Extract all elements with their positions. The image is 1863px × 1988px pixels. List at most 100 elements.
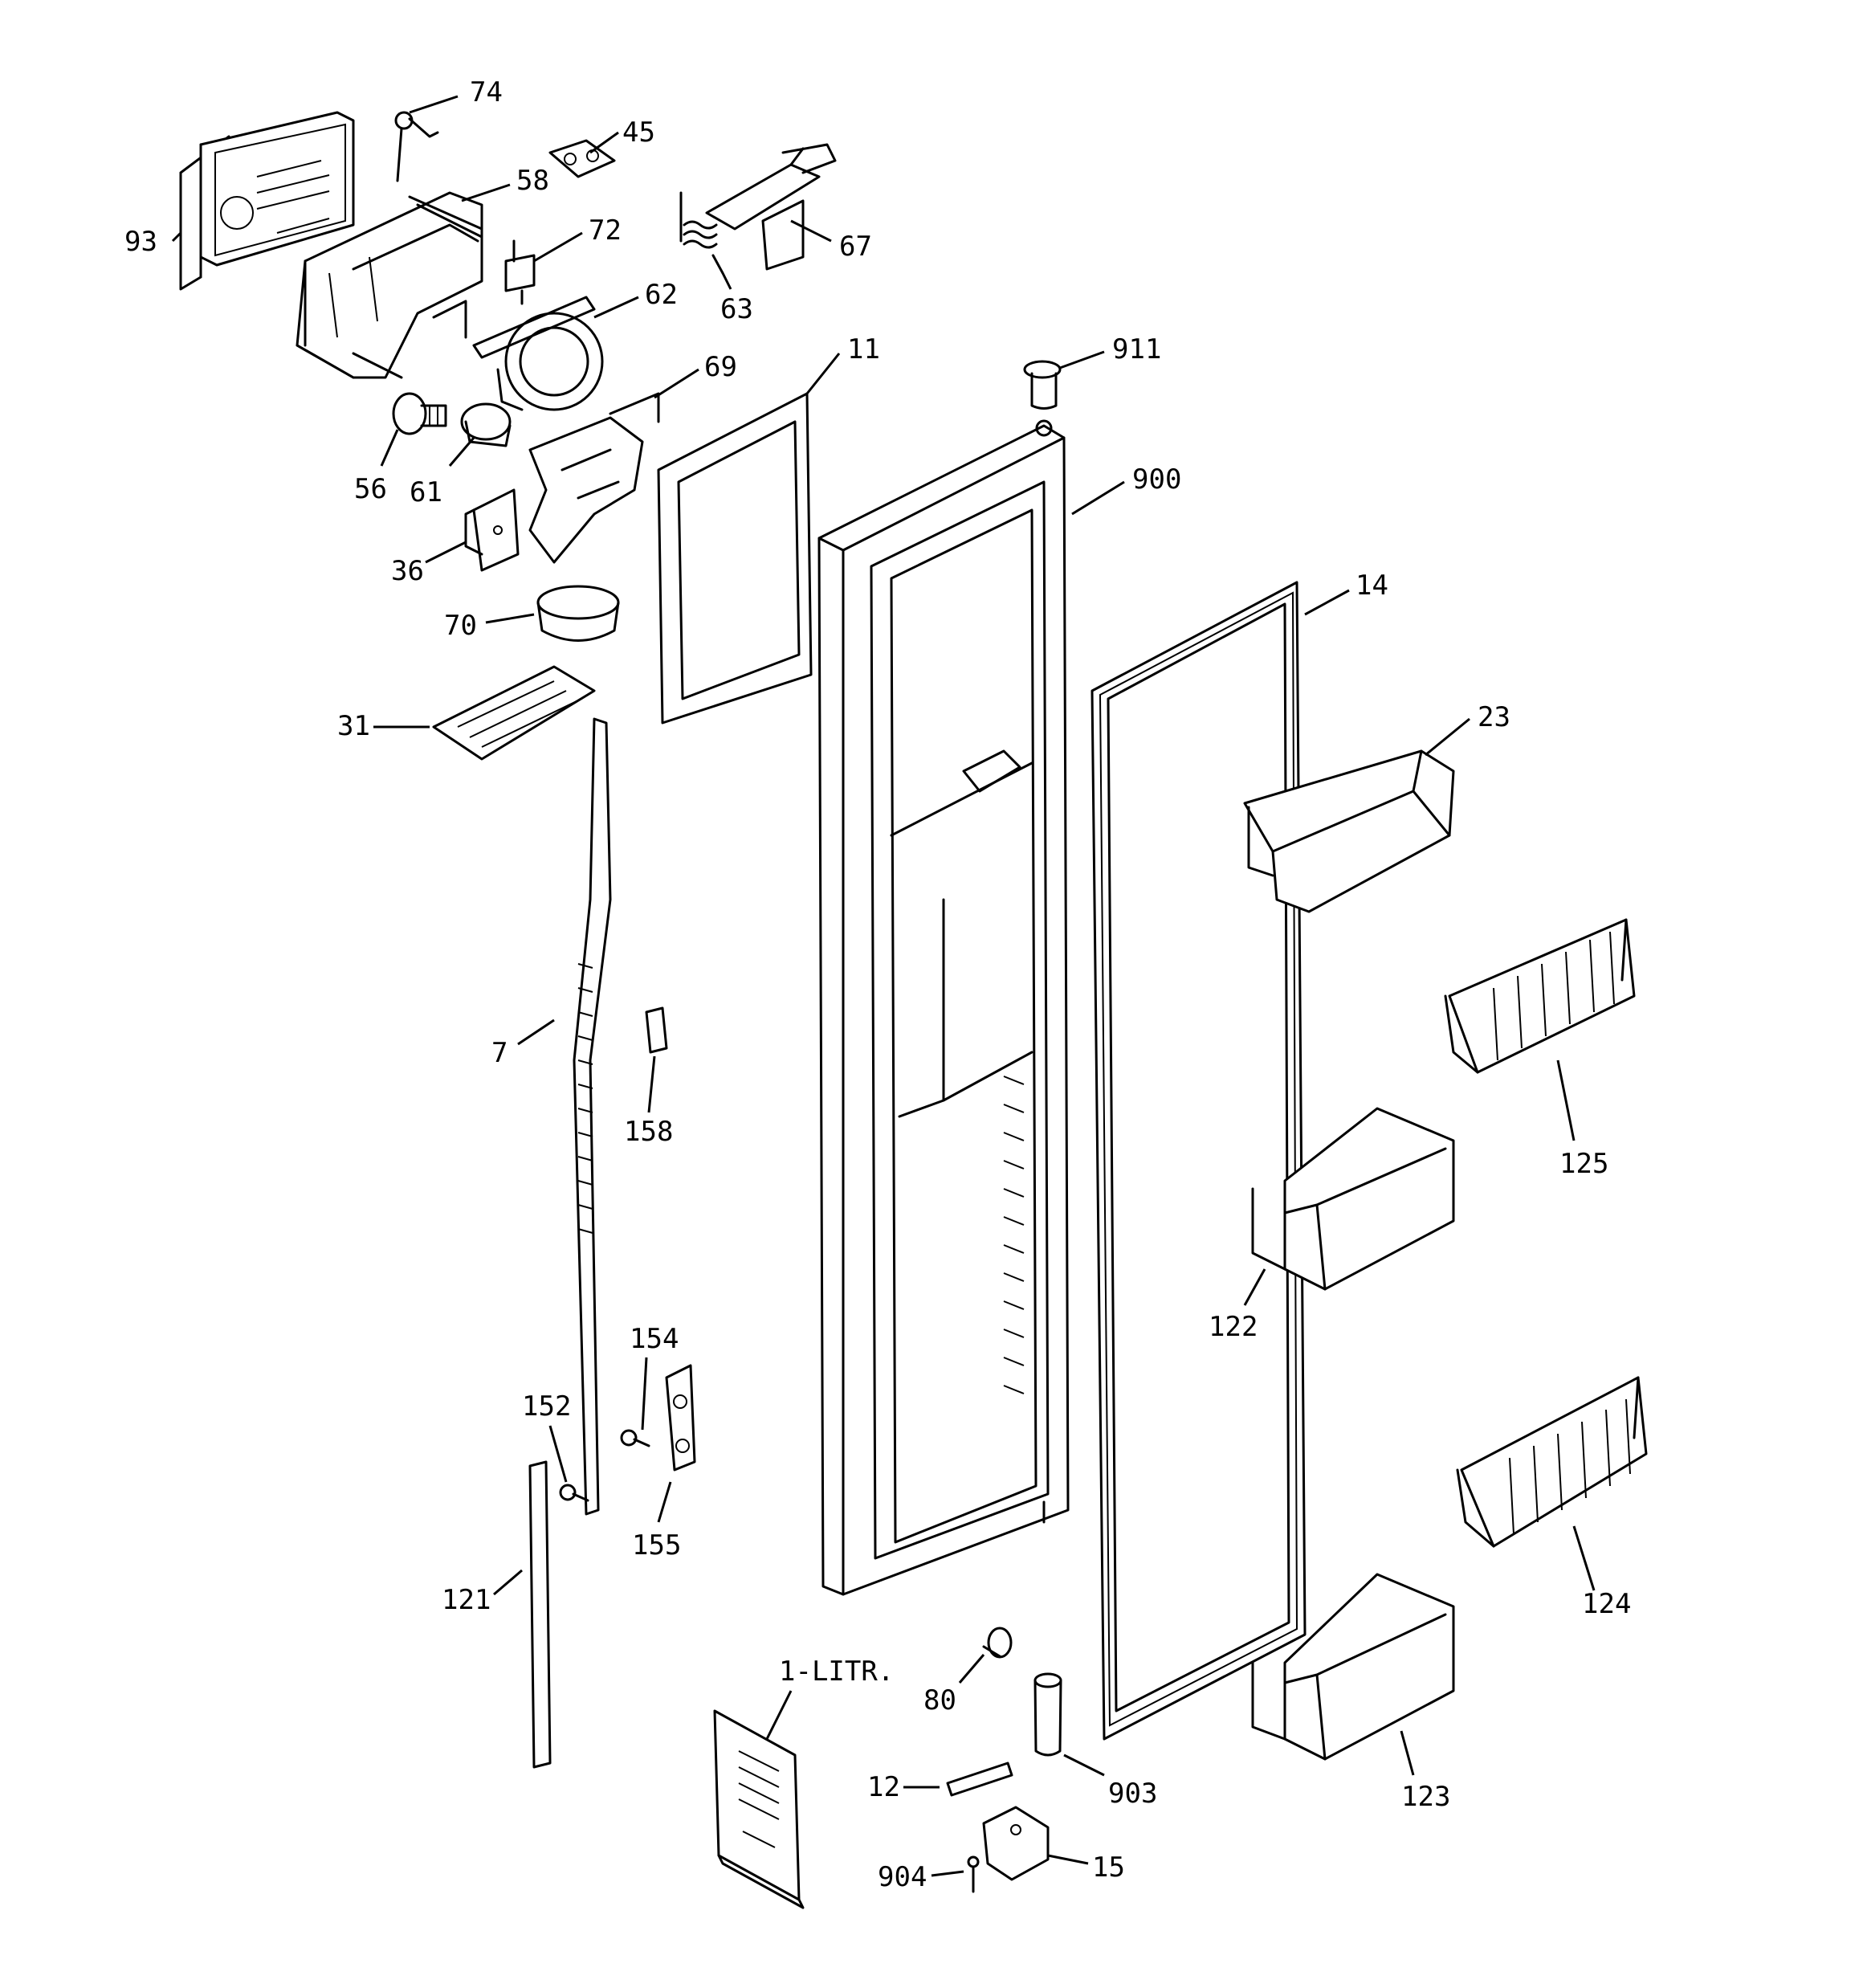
leader-911 [1059,350,1105,369]
callout-45: 45 [622,116,655,149]
leader-lines [171,95,1596,1877]
part-904-screw [967,1855,980,1893]
callout-903: 903 [1108,1778,1157,1810]
leader-74 [409,95,459,114]
part-70-collar [536,585,620,642]
part-58-dispenser-housing [296,191,483,379]
part-152-screw [559,1484,589,1502]
leader-15 [1047,1854,1089,1865]
callout-1-litr: 1-LITR. [779,1655,894,1688]
callout-11: 11 [847,333,880,365]
callout-15: 15 [1092,1851,1125,1884]
leader-62 [593,296,639,319]
part-62-ring [472,296,604,411]
callout-93: 93 [124,226,157,258]
leader-123 [1400,1730,1415,1776]
callout-62: 62 [645,279,678,311]
leader-155 [657,1481,672,1523]
leader-56 [380,429,399,467]
callout-56: 56 [354,473,387,505]
leader-14 [1304,589,1350,616]
part-literature [713,1709,805,1909]
callout-911: 911 [1112,333,1161,365]
leader-61 [448,437,475,467]
leader-80 [958,1654,985,1684]
callout-36: 36 [391,555,424,587]
part-155-hinge [665,1364,696,1472]
callout-labels: 74 45 58 93 72 67 63 62 11 911 69 56 61 … [124,76,1631,1893]
leader-23 [1425,717,1470,757]
leader-900 [1071,480,1125,516]
callout-74: 74 [470,76,503,108]
callout-125: 125 [1559,1148,1608,1180]
part-124-wire-basket [1456,1376,1648,1548]
callout-63: 63 [720,293,753,325]
callout-904: 904 [878,1861,927,1893]
part-45-plate [548,139,616,178]
callout-154: 154 [630,1323,679,1355]
part-93-control-panel [179,111,355,291]
part-7-handle [573,717,612,1516]
callout-121: 121 [442,1584,491,1616]
leader-70 [485,613,535,624]
leader-67 [790,219,832,243]
leader-72 [533,231,583,263]
leader-93 [171,231,182,243]
leader-36 [425,541,467,564]
part-900-door [817,419,1070,1596]
callout-900: 900 [1132,463,1181,496]
callout-23: 23 [1478,701,1510,733]
leader-63 [721,272,732,290]
callout-80: 80 [923,1684,956,1717]
leader-903 [1063,1753,1105,1777]
callout-122: 122 [1209,1311,1258,1343]
part-67-actuator [705,143,837,271]
part-15-hinge-bracket [982,1806,1050,1881]
callout-70: 70 [444,610,477,642]
part-122-bin [1251,1107,1455,1291]
callout-152: 152 [522,1390,571,1423]
callout-61: 61 [410,476,442,508]
part-61-motor [460,402,512,447]
leader-154 [641,1357,648,1431]
part-74-spring [394,111,439,182]
part-121-trim-strip [528,1460,552,1769]
leader-124 [1572,1525,1596,1591]
part-14-gasket [1090,581,1307,1741]
leader-45 [589,131,619,154]
leader-69 [654,368,699,399]
part-911-cap [1023,360,1062,410]
callout-69: 69 [704,351,737,383]
part-154-screw [620,1429,650,1447]
leader-58 [461,183,511,202]
leader-11 [805,353,841,394]
callout-155: 155 [632,1529,681,1561]
part-123-bin [1251,1573,1455,1761]
leader-904 [931,1870,964,1877]
part-56-bulb [392,392,447,435]
part-80-plug [982,1627,1013,1659]
leader-152 [548,1425,568,1483]
callout-72: 72 [589,214,622,247]
part-31-grille [432,665,596,761]
leader-158 [647,1055,656,1113]
leader-121 [493,1569,523,1596]
callout-123: 123 [1401,1781,1450,1813]
callout-14: 14 [1355,569,1388,602]
part-903-pin [1033,1672,1062,1757]
part-69-funnel [528,392,660,564]
leader-125 [1556,1059,1576,1141]
part-125-wire-basket [1444,918,1636,1074]
callout-7: 7 [491,1037,508,1069]
part-72-switch [504,239,536,305]
leader-7 [517,1018,555,1046]
part-12-hinge-bar [946,1761,1013,1797]
callout-58: 58 [516,165,549,197]
part-11-frame [657,392,813,725]
leader-1-litr [765,1690,793,1740]
callout-31: 31 [337,710,370,742]
part-158-clip [645,1006,668,1054]
callout-12: 12 [867,1771,900,1803]
callout-124: 124 [1582,1588,1631,1620]
